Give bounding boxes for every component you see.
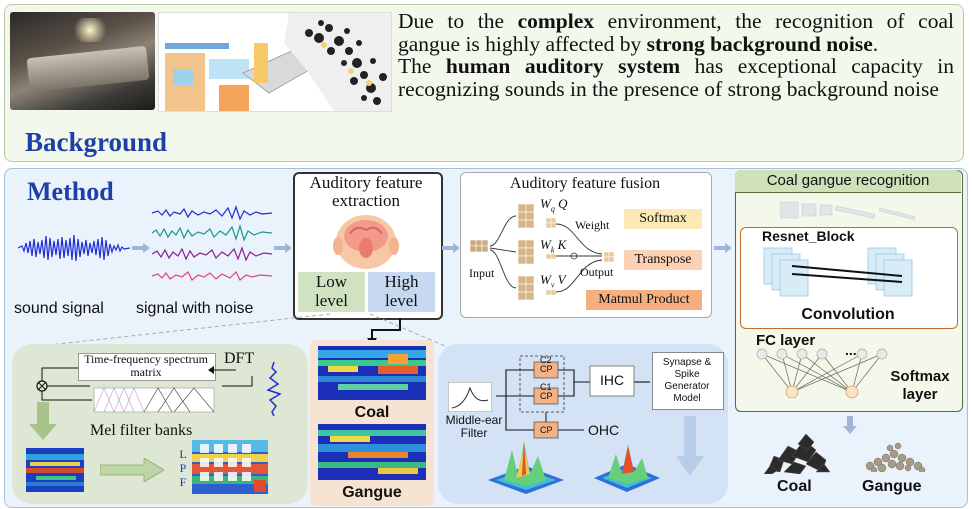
arrow-right-icon bbox=[274, 243, 292, 253]
noisy-signal-waveforms bbox=[152, 205, 272, 281]
wv-label: Wv V bbox=[540, 272, 566, 290]
cp-mid-label: CP bbox=[540, 391, 553, 401]
output-label: Output bbox=[580, 265, 614, 279]
wq-label: Wq Q bbox=[540, 196, 568, 214]
softmax-chip: Softmax bbox=[624, 209, 702, 229]
method-title: Method bbox=[27, 177, 114, 206]
attention-diagram bbox=[469, 203, 615, 301]
matmul-product-chip: Matmul Product bbox=[586, 290, 702, 310]
gangue-pile-image bbox=[865, 442, 926, 472]
mel-filter-banks-label: Mel filter banks bbox=[90, 422, 193, 439]
lpf-feature-grid bbox=[192, 440, 268, 494]
weight-label: Weight bbox=[575, 218, 610, 232]
transpose-chip: Transpose bbox=[624, 250, 702, 270]
low-level-label: Low level bbox=[314, 272, 349, 310]
arrow-right-icon bbox=[442, 243, 460, 253]
recognition-header bbox=[735, 170, 961, 193]
arrow-right-icon bbox=[132, 243, 150, 253]
arrow-down-icon bbox=[676, 416, 704, 476]
fc-layer-network bbox=[756, 348, 888, 399]
coal-pile-image bbox=[763, 433, 831, 474]
ohc-label: OHC bbox=[588, 422, 620, 438]
gangue-spectrogram-image bbox=[318, 424, 426, 480]
background-title: Background bbox=[25, 127, 168, 157]
coal-caving-schematic bbox=[158, 12, 392, 112]
wk-label: Wk K bbox=[540, 237, 567, 255]
c2-label: C2 bbox=[540, 355, 552, 365]
feature-fusion-title: Auditory feature fusion bbox=[509, 175, 661, 192]
input-label: Input bbox=[469, 266, 495, 280]
tf-matrix-label: Time-frequency spectrum matrix bbox=[84, 352, 208, 379]
high-level-block bbox=[368, 272, 435, 312]
middle-ear-filter-graph bbox=[448, 382, 492, 412]
gangue-result-label: Gangue bbox=[862, 478, 922, 495]
cp-bottom-label: CP bbox=[540, 425, 553, 435]
arrow-down-icon bbox=[29, 402, 57, 440]
high-level-3d-surface-left bbox=[488, 440, 564, 494]
low-level-block bbox=[298, 272, 365, 312]
recognition-title: Coal gangue recognition bbox=[766, 172, 930, 189]
signal-with-noise-label: signal with noise bbox=[136, 300, 254, 317]
fc-ellipsis: ... bbox=[845, 342, 857, 358]
low-level-flow-lines bbox=[36, 366, 253, 413]
high-level-3d-surface-right bbox=[594, 444, 660, 492]
arrow-right-icon bbox=[100, 458, 164, 482]
ihc-label: IHC bbox=[599, 372, 625, 388]
arrow-down-icon bbox=[843, 416, 857, 434]
gangue-spectrogram-label: Gangue bbox=[342, 484, 402, 501]
feature-extraction-title: Auditory feature extraction bbox=[309, 173, 423, 210]
mel-spectrogram-image bbox=[26, 448, 84, 492]
resnet-feature-maps bbox=[763, 247, 913, 297]
fc-layer-label: FC layer bbox=[756, 332, 816, 349]
network-layers-icon bbox=[780, 201, 916, 220]
synapse-model-box bbox=[652, 352, 724, 410]
arrow-right-icon bbox=[714, 243, 732, 253]
sound-signal-waveform bbox=[18, 234, 130, 262]
c1-label: C1 bbox=[540, 382, 552, 392]
auditory-model-flow bbox=[496, 355, 650, 439]
resnet-block-label: Resnet_Block bbox=[762, 228, 855, 244]
softmax-layer-label: Softmax layer bbox=[890, 368, 950, 403]
tf-matrix-box bbox=[78, 353, 216, 381]
cp-top-label: CP bbox=[540, 364, 553, 374]
dft-signal-waveform bbox=[266, 362, 282, 416]
convolution-label: Convolution bbox=[801, 306, 895, 323]
sound-signal-label: sound signal bbox=[14, 300, 104, 317]
ear-brain-icon bbox=[333, 215, 399, 269]
dft-label: DFT bbox=[224, 350, 255, 367]
background-description: Due to the complex environment, the reco… bbox=[398, 9, 954, 102]
coal-result-label: Coal bbox=[777, 478, 812, 495]
synapse-model-label: Synapse & Spike Generator Model bbox=[662, 357, 712, 404]
high-level-label: High level bbox=[384, 272, 419, 310]
coal-mine-photo bbox=[10, 12, 155, 110]
coal-spectrogram-label: Coal bbox=[354, 404, 390, 421]
middle-ear-filter-label: Middle-ear Filter bbox=[445, 413, 503, 440]
coal-spectrogram-image bbox=[318, 346, 426, 400]
